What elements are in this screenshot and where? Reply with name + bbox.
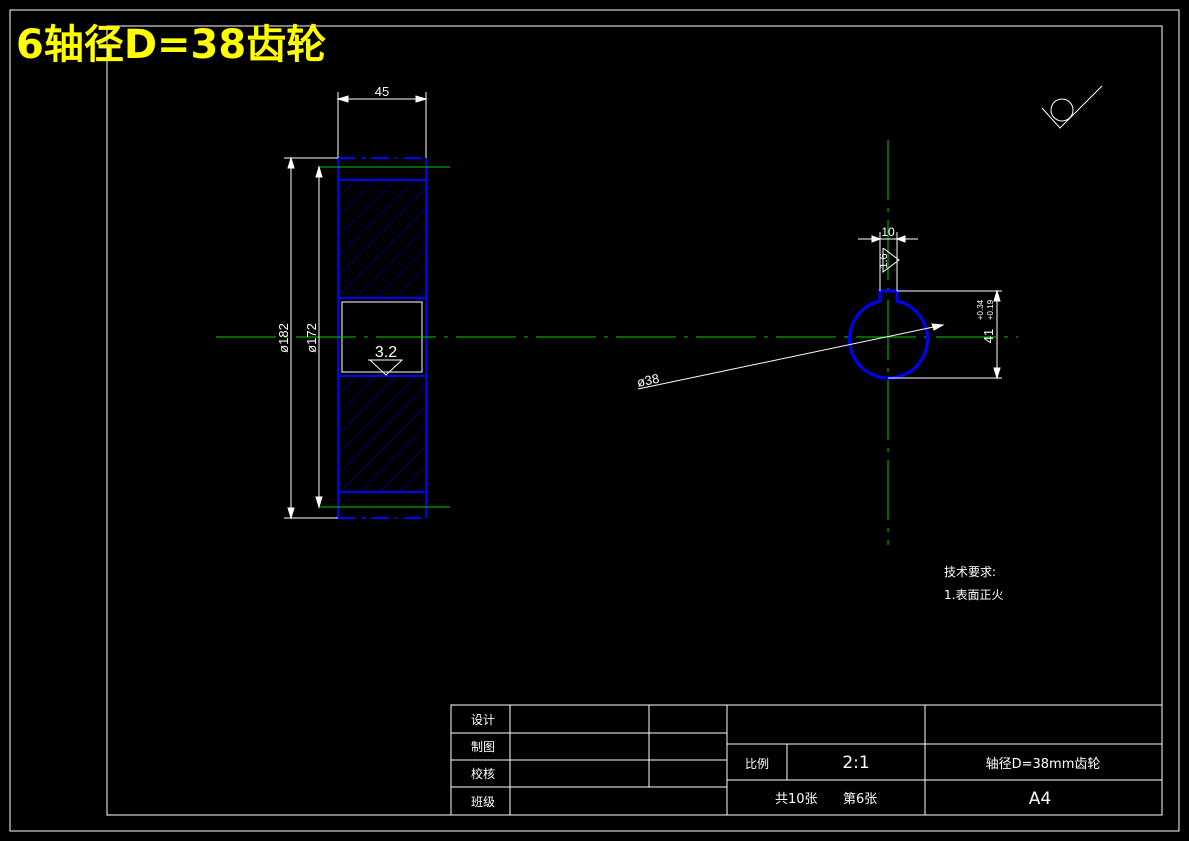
- tech-notes-heading: 技术要求:: [944, 565, 996, 579]
- outer-diameter-dimension: ø182: [276, 323, 291, 353]
- bore-roughness-value: 3.2: [375, 344, 397, 361]
- hatch-upper: [338, 180, 426, 298]
- sheets-total: 共10张: [775, 792, 818, 807]
- inner-frame: [106, 25, 1163, 816]
- draw-label: 制图: [471, 740, 495, 754]
- paper-size: A4: [1029, 789, 1051, 809]
- keyway-depth-dimension: 41: [981, 329, 996, 343]
- outer-frame: [9, 9, 1180, 832]
- keyway-width-dimension: 10: [881, 225, 895, 239]
- gear-section-view: 45 ø182 ø172 3.2: [216, 84, 1018, 520]
- tech-notes-item-1: 1.表面正火: [944, 588, 1003, 602]
- keyway-roughness-icon: [882, 247, 900, 273]
- design-label: 设计: [471, 713, 495, 727]
- check-label: 校核: [471, 766, 495, 781]
- title-block: [450, 704, 1163, 816]
- bore-with-keyway: [848, 289, 929, 380]
- keyway-roughness-value: 1.6: [878, 253, 890, 268]
- root-diameter-dimension: ø172: [304, 323, 319, 353]
- sheet-number: 第6张: [843, 792, 877, 807]
- bore-diameter-dimension: ø38: [636, 371, 661, 390]
- keyway-depth-tol-lower: +0.19: [986, 299, 995, 320]
- part-name: 轴径D=38mm齿轮: [986, 757, 1101, 772]
- hub-end-view: 10 1.6 41 +0.34 +0.19 ø38: [636, 140, 1002, 545]
- bore-roughness-icon: [368, 359, 404, 376]
- scale-value: 2:1: [842, 753, 869, 773]
- class-label: 班级: [471, 795, 495, 809]
- keyway-depth-tol-upper: +0.34: [976, 299, 985, 320]
- hatch-lower: [338, 376, 426, 492]
- surface-roughness-icon: [1041, 85, 1103, 129]
- drawing-title: 6轴径D=38齿轮: [16, 22, 326, 68]
- scale-label: 比例: [745, 757, 769, 771]
- width-dimension: 45: [375, 84, 389, 99]
